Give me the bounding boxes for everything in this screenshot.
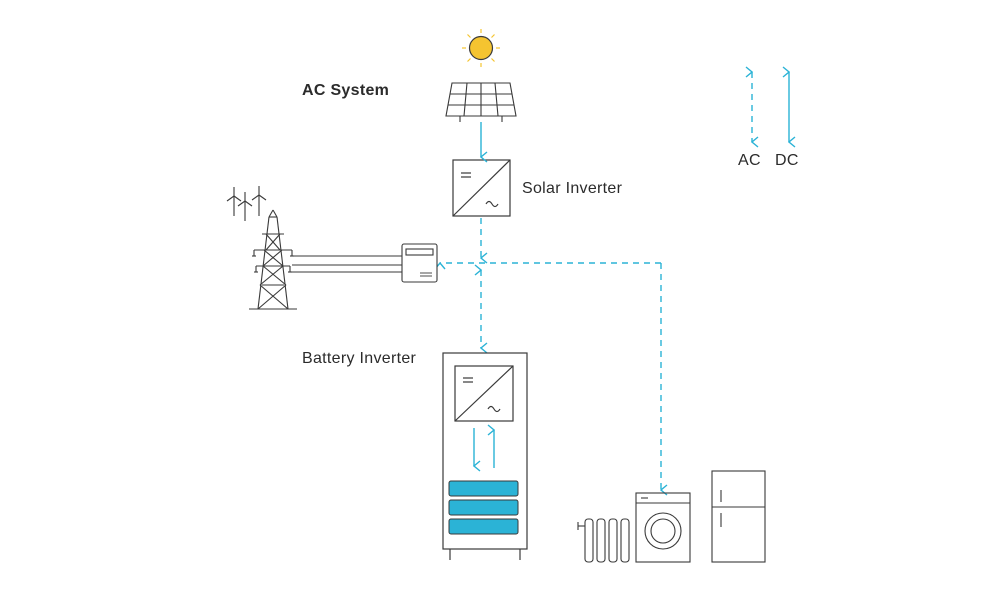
battery-module [448, 518, 519, 535]
power-tower-icon [249, 209, 297, 310]
sun-icon [462, 29, 500, 67]
meter-icon [401, 243, 438, 283]
fridge-icon [711, 470, 766, 563]
battery-cabinet-icon [442, 352, 528, 560]
washing-machine-icon [635, 492, 691, 563]
battery-inverter-label: Battery Inverter [302, 350, 417, 367]
battery-inverter-icon [454, 365, 514, 422]
ac-flow-lines [440, 218, 661, 490]
solar-inverter-icon [452, 159, 511, 217]
grid-cables [292, 255, 402, 273]
wind-turbine-icon [226, 186, 267, 221]
radiator-icon [577, 518, 630, 563]
diagram-title: AC System [302, 82, 390, 99]
battery-module [448, 499, 519, 516]
solar-panel-icon [445, 82, 517, 122]
solar-inverter-label: Solar Inverter [522, 180, 623, 197]
battery-module [448, 480, 519, 497]
legend-ac-label: AC [738, 152, 761, 169]
legend-dc-label: DC [775, 152, 799, 169]
